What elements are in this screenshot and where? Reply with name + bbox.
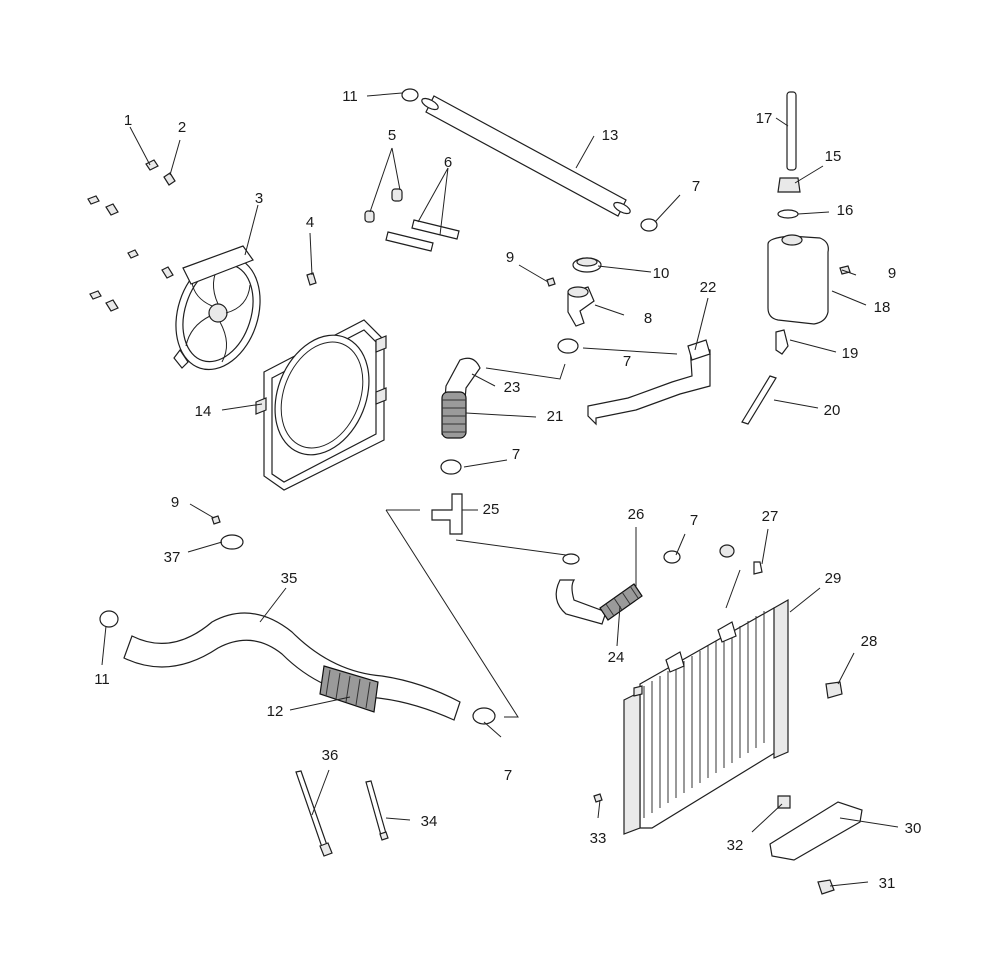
radiator: [623, 598, 789, 835]
callout-12: 12: [267, 703, 284, 720]
callout-labels: 1 2 3 4 5 6 7 7 7 7 7 8 9 9 9 10 11 11 1…: [94, 88, 921, 892]
callout-5: 5: [388, 127, 396, 144]
callout-21: 21: [547, 408, 564, 425]
callout-32: 32: [727, 837, 744, 854]
callout-2: 2: [178, 119, 186, 136]
callout-7-d: 7: [690, 512, 698, 529]
callout-35: 35: [281, 570, 298, 587]
callout-6: 6: [444, 154, 452, 171]
lower-coolant-hose: [123, 612, 461, 721]
callout-34: 34: [421, 813, 438, 830]
callout-25: 25: [483, 501, 500, 518]
callout-10: 10: [653, 265, 670, 282]
callout-29: 29: [825, 570, 842, 587]
hose-clamp-parts: [99, 88, 681, 725]
callout-23: 23: [504, 379, 521, 396]
radiator-mount-hardware: [211, 515, 863, 895]
callout-22: 22: [700, 279, 717, 296]
radiator-cap-and-filler-neck: [546, 257, 602, 327]
callout-20: 20: [824, 402, 841, 419]
fan-mount-hardware: [87, 159, 317, 312]
coolant-hoses-lower: [431, 493, 643, 625]
callout-31: 31: [879, 875, 896, 892]
coolant-pipe: [421, 95, 631, 217]
callout-36: 36: [322, 747, 339, 764]
callout-8: 8: [644, 310, 652, 327]
fan-shroud: [255, 319, 387, 491]
coolant-reservoir-assembly: [741, 91, 851, 425]
mounting-rods: [295, 770, 389, 857]
callout-11-b: 11: [94, 671, 110, 688]
callout-13: 13: [602, 127, 619, 144]
callout-33: 33: [590, 830, 607, 847]
callout-26: 26: [628, 506, 645, 523]
callout-9-b: 9: [888, 265, 896, 282]
callout-7-e: 7: [504, 767, 512, 784]
callout-7-c: 7: [512, 446, 520, 463]
callout-15: 15: [825, 148, 842, 165]
callout-30: 30: [905, 820, 922, 837]
callout-27: 27: [762, 508, 779, 525]
callout-28: 28: [861, 633, 878, 650]
callout-9-a: 9: [506, 249, 514, 266]
mounting-bracket: [587, 339, 711, 426]
leader-lines: [101, 92, 899, 887]
callout-4: 4: [306, 214, 314, 231]
callout-7-b: 7: [623, 353, 631, 370]
callout-17: 17: [756, 110, 773, 127]
cooling-fan-assembly: [173, 245, 261, 371]
callout-1: 1: [124, 112, 132, 129]
callout-24: 24: [608, 649, 625, 666]
hose-clamps-and-connectors: [364, 188, 460, 252]
radiator-core-fins: [643, 611, 765, 818]
callout-7-a: 7: [692, 178, 700, 195]
callout-18: 18: [874, 299, 891, 316]
callout-3: 3: [255, 190, 263, 207]
upper-radiator-hose: [441, 357, 481, 439]
callout-11-a: 11: [342, 88, 358, 105]
callout-37: 37: [164, 549, 181, 566]
callout-16: 16: [837, 202, 854, 219]
callout-19: 19: [842, 345, 859, 362]
callout-9-c: 9: [171, 494, 179, 511]
callout-14: 14: [195, 403, 212, 420]
